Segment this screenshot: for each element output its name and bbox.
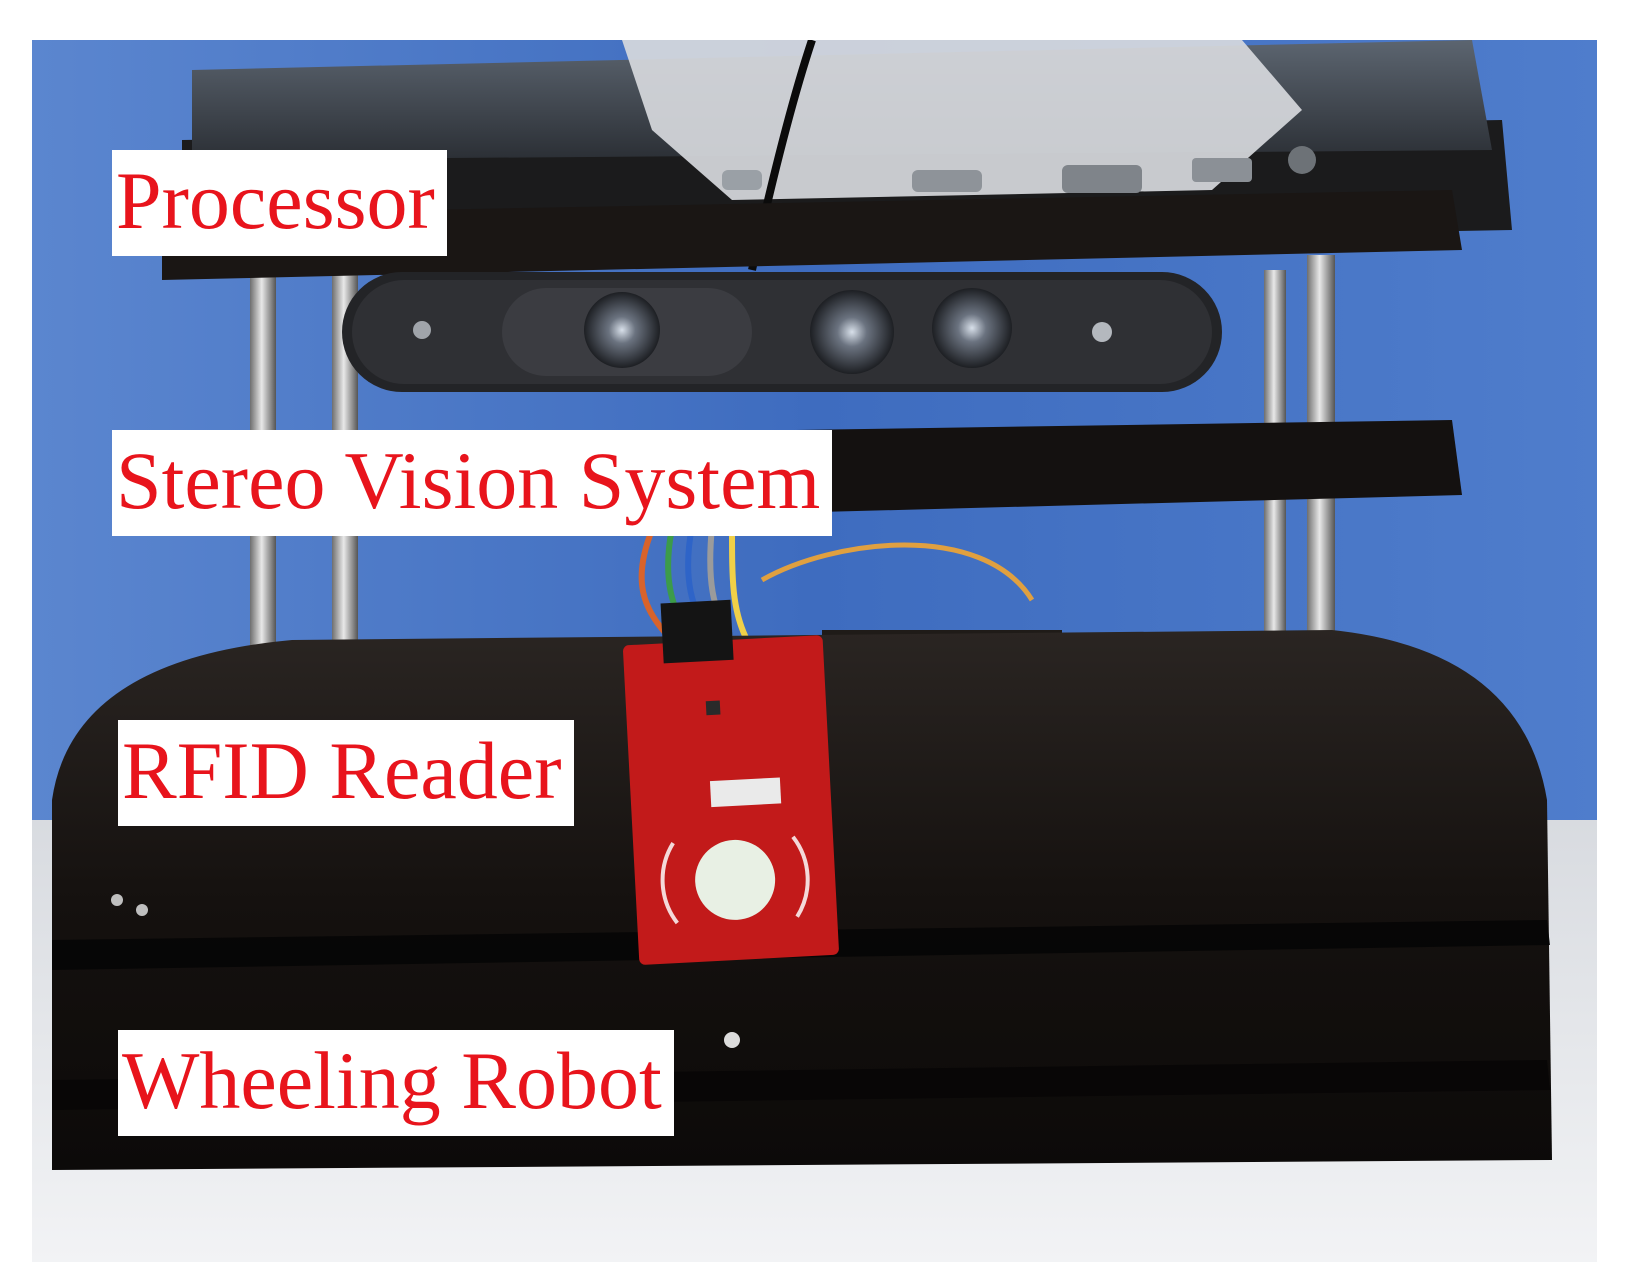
label-stereo-vision-system: Stereo Vision System: [112, 430, 833, 536]
label-processor: Processor: [112, 150, 447, 256]
label-rfid-reader: RFID Reader: [118, 720, 574, 826]
label-wheeling-robot: Wheeling Robot: [118, 1030, 674, 1136]
